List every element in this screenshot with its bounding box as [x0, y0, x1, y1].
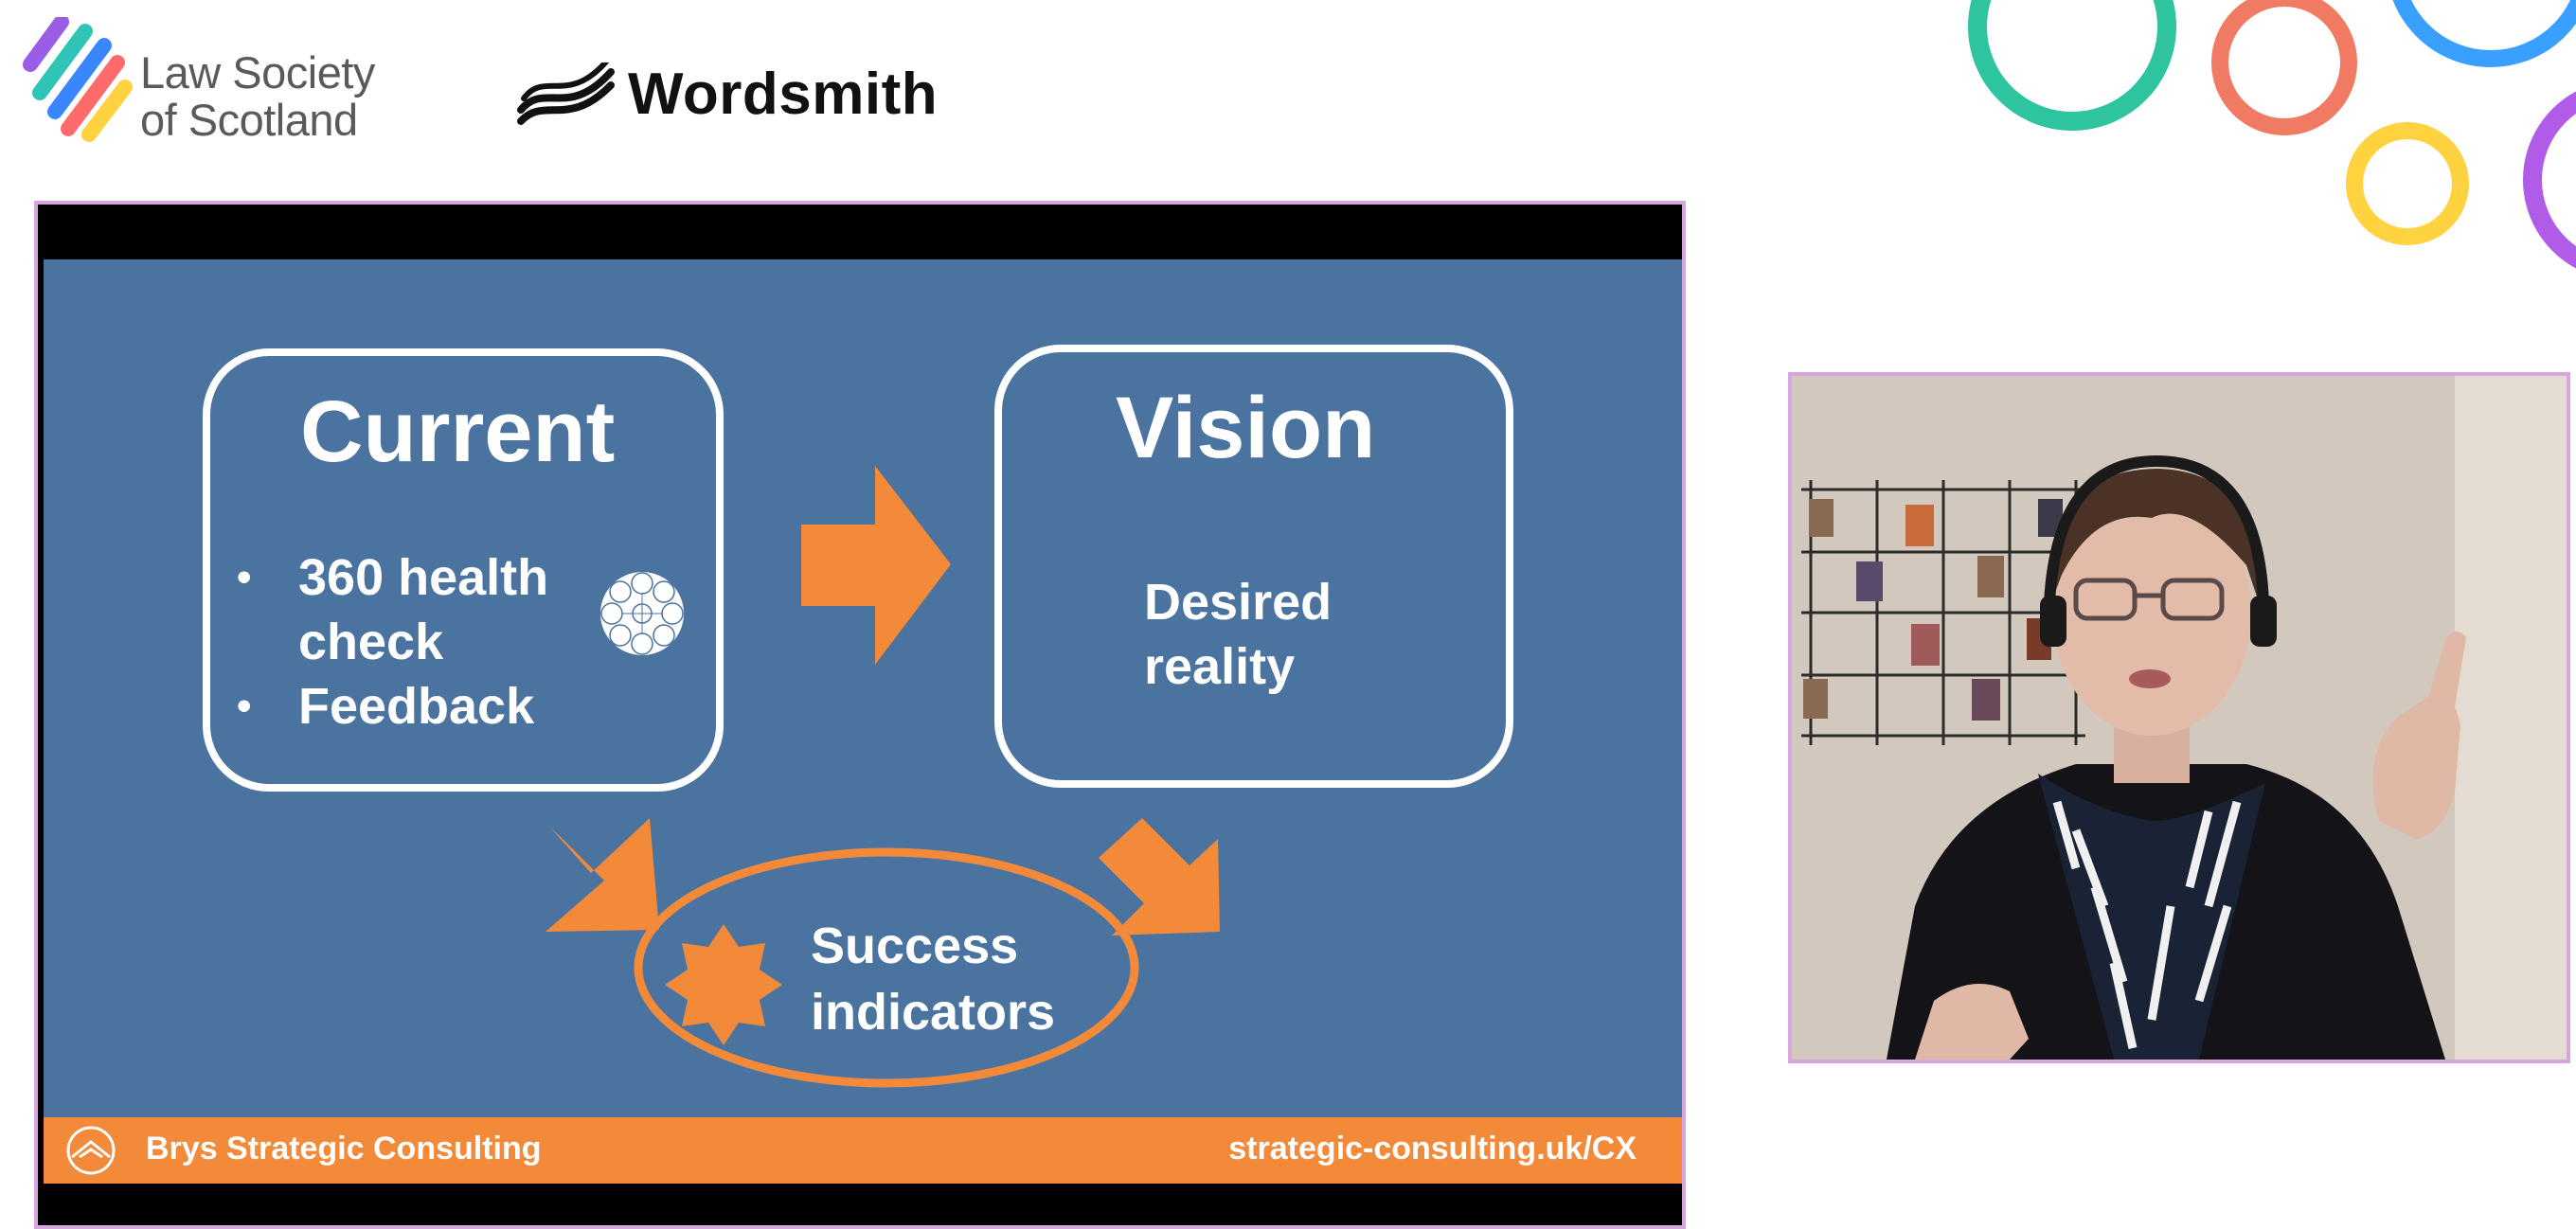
- bullet-text: Feedback: [298, 678, 535, 735]
- bullet-dot-icon: •: [237, 554, 252, 600]
- ring-green-icon: [1968, 0, 2176, 131]
- slide-graphics: [546, 466, 1220, 1088]
- law-society-stripes-icon: [23, 17, 133, 142]
- wordsmith-logo: Wordsmith: [516, 55, 952, 140]
- law-society-line1: Law Society: [140, 47, 375, 98]
- cx-wheel-icon: [600, 572, 684, 655]
- law-society-of-scotland-logo: Law Society of Scotland: [19, 17, 417, 145]
- ring-yellow-icon: [2346, 122, 2469, 245]
- bullet-text: 360 health check: [298, 549, 549, 670]
- ring-blue-icon: [2392, 0, 2576, 67]
- wordsmith-wordmark: Wordsmith: [628, 62, 939, 127]
- slide-footer: Brys Strategic Consulting strategic-cons…: [44, 1117, 1682, 1184]
- decorative-rings: [1968, 0, 2576, 269]
- vision-title: Vision: [1116, 380, 1376, 476]
- success-indicators-text: Success indicators: [811, 917, 1056, 1041]
- bullet-item: • 360 health check: [237, 545, 611, 674]
- letterbox-bottom: [38, 1184, 1682, 1225]
- letterbox-top: [38, 205, 1682, 259]
- speaker-face: [2052, 490, 2251, 736]
- footer-company: Brys Strategic Consulting: [146, 1131, 542, 1167]
- current-bullet-list: • 360 health check • Feedback: [237, 545, 611, 739]
- arrow-down-right-icon: [546, 818, 659, 932]
- speaker-hand: [2372, 696, 2460, 840]
- law-society-wordmark: Law Society of Scotland: [140, 49, 375, 144]
- success-ellipse: [634, 847, 1139, 1088]
- bullet-dot-icon: •: [237, 683, 252, 729]
- brys-logo-icon: [66, 1126, 116, 1175]
- ring-purple-icon: [2523, 91, 2576, 269]
- current-title: Current: [300, 383, 616, 480]
- presentation-panel: Current • 360 health check • Feedback Visi…: [34, 201, 1686, 1229]
- speaker-scarf: [2038, 774, 2265, 1060]
- footer-url: strategic-consulting.uk/CX: [1228, 1131, 1637, 1167]
- vision-text: Desired reality: [1144, 574, 1333, 695]
- slide: Current • 360 health check • Feedback Visi…: [44, 259, 1682, 1225]
- ring-coral-icon: [2211, 0, 2357, 135]
- arrow-right-icon: [801, 466, 951, 665]
- speaker-hair: [2047, 469, 2266, 622]
- wave-swoosh-icon: [517, 62, 615, 125]
- bullet-item: • Feedback: [237, 674, 611, 739]
- arrow-down-left-icon: [1099, 818, 1220, 935]
- headset-icon: [2044, 454, 2269, 604]
- speaker-video-feed: [1792, 376, 2567, 1060]
- glasses-icon: [2073, 578, 2225, 621]
- law-society-line2: of Scotland: [140, 95, 358, 145]
- starburst-icon: [665, 924, 782, 1045]
- vision-box: Vision Desired reality: [994, 345, 1513, 788]
- speaker-video-tile: [1788, 372, 2570, 1063]
- current-box: Current • 360 health check • Feedback: [203, 348, 724, 792]
